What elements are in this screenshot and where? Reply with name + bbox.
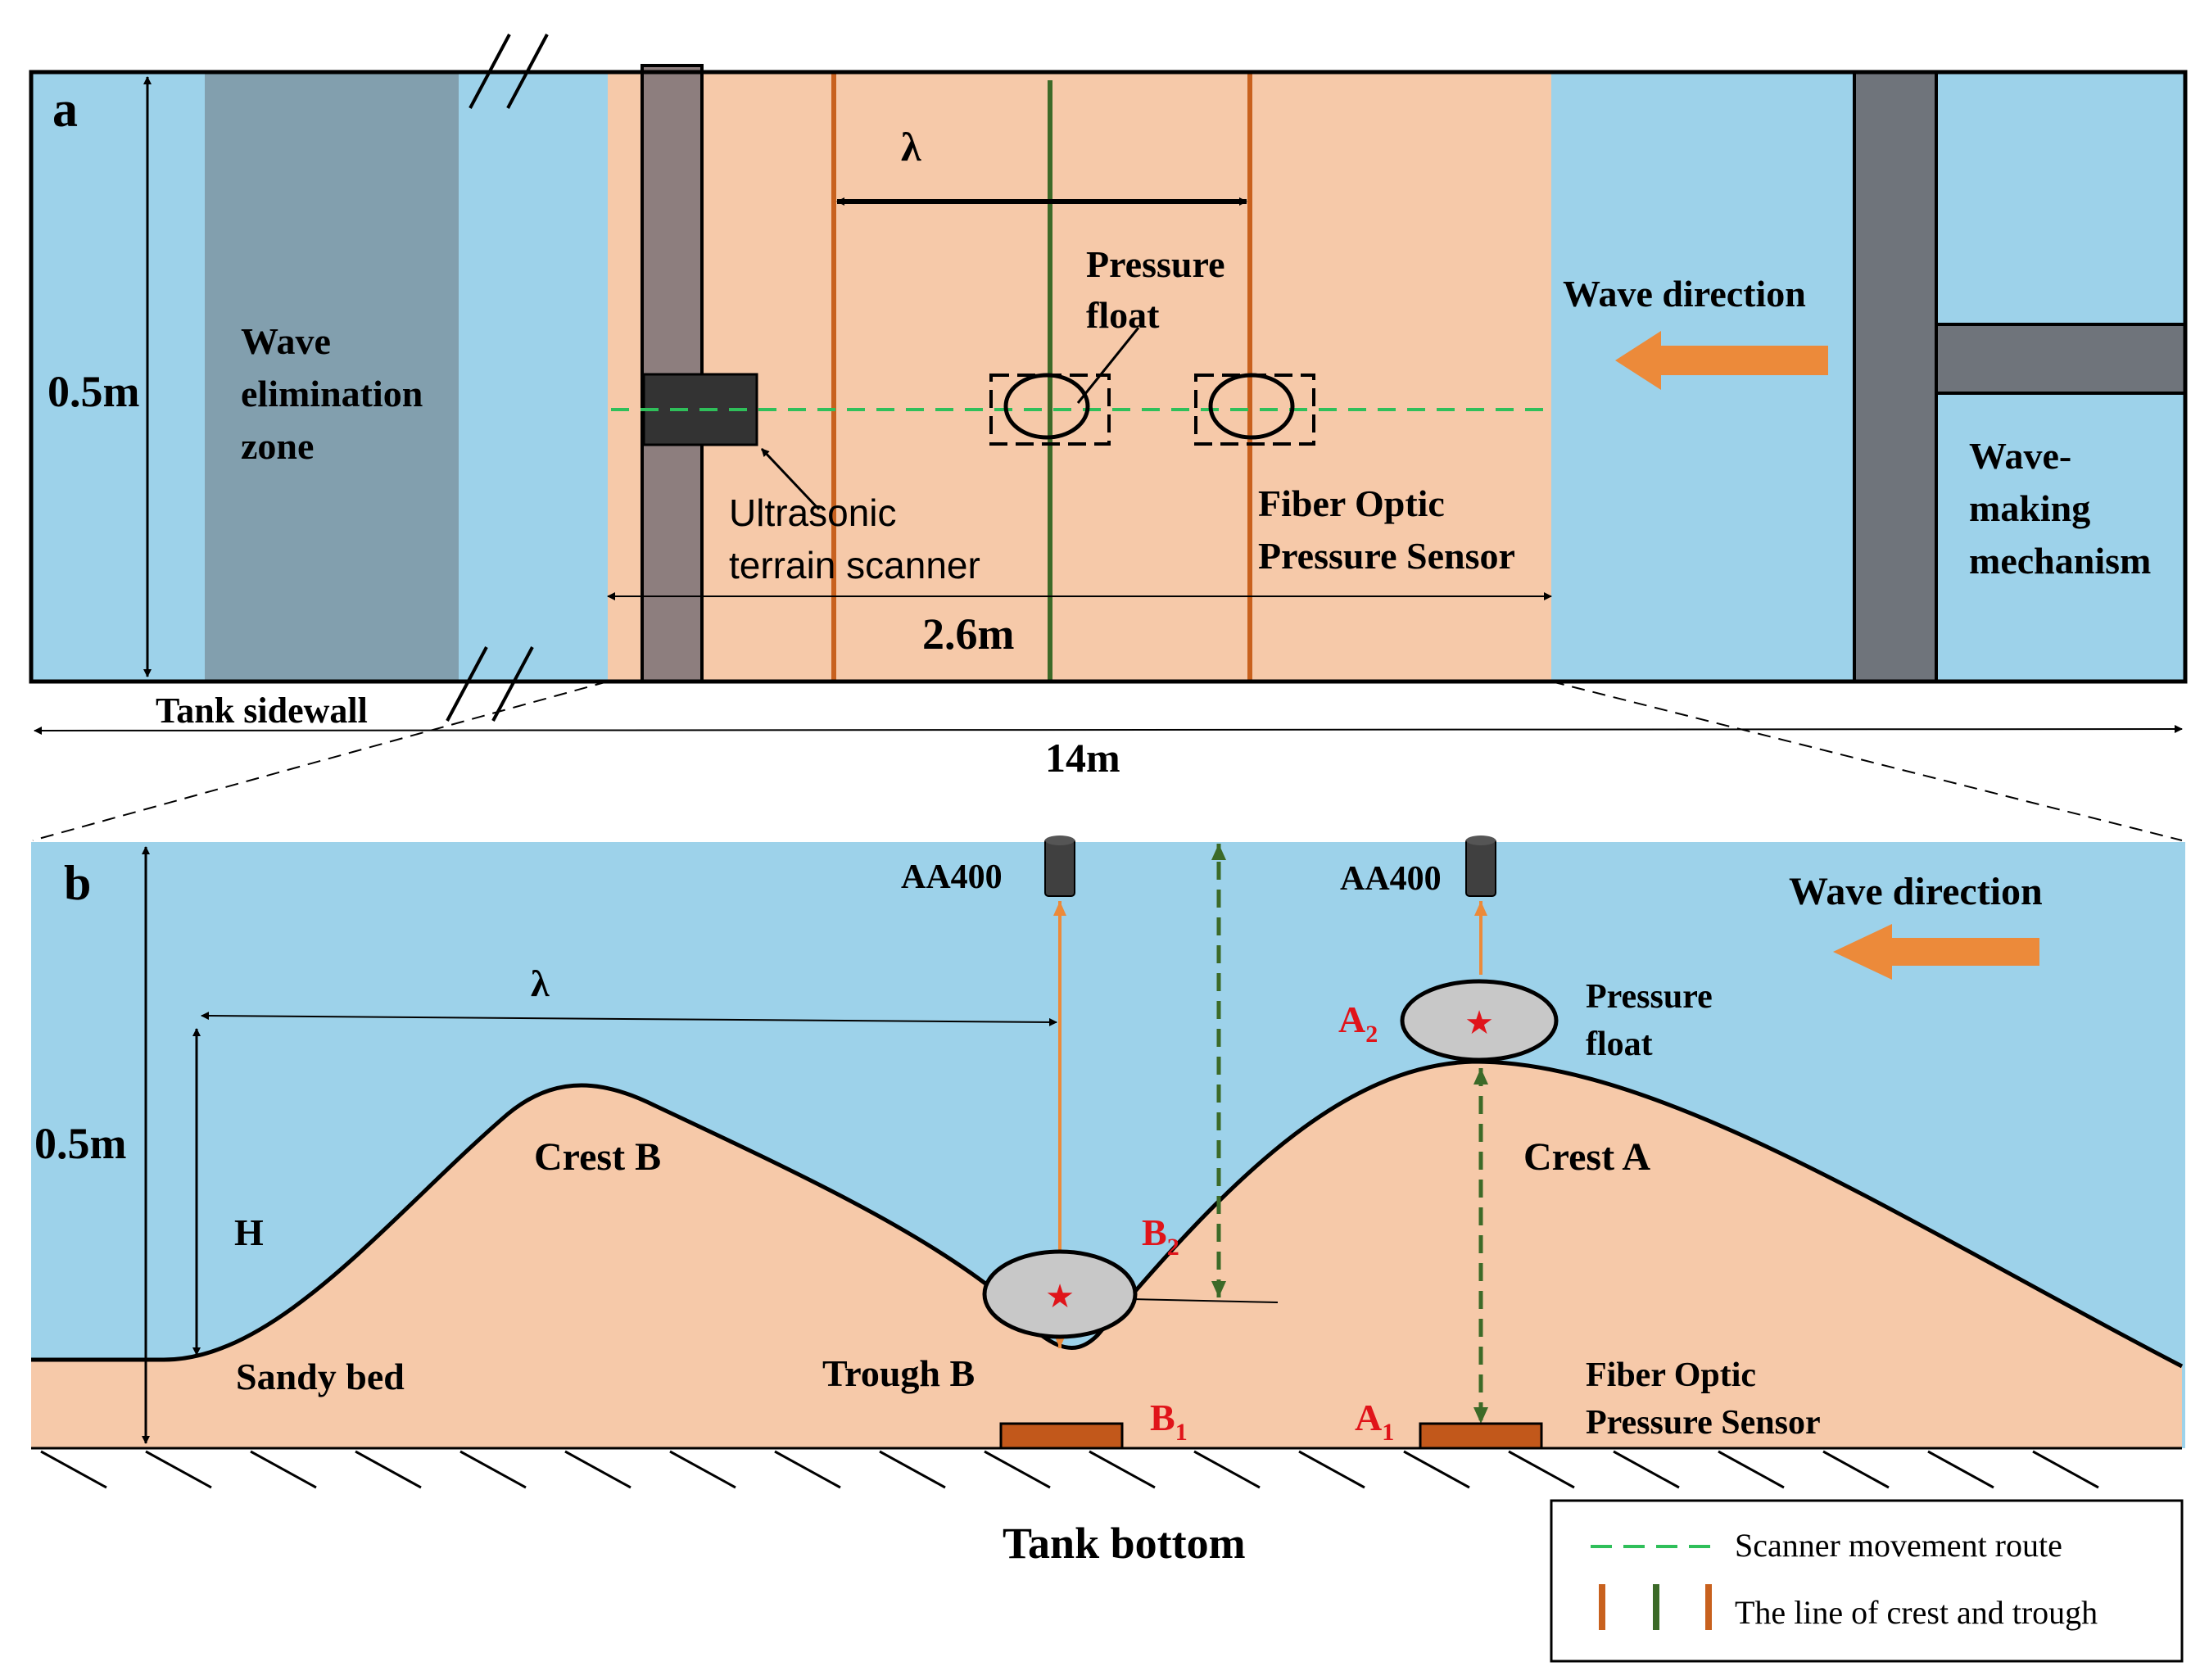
break-marks [446,34,549,722]
float-label-b-2: float [1586,1026,1653,1063]
sandy-bed-label: Sandy bed [236,1356,405,1397]
scanner-label-1: Ultrasonic [729,491,897,534]
probe-label-a: AA400 [1340,860,1442,898]
hatch-mark [669,1450,736,1489]
maker-label-2: making [1969,487,2090,529]
tank-bottom-hatching [40,1450,2099,1489]
wave-zone-label-1: Wave [241,320,331,362]
wave-direction-label-b: Wave direction [1789,870,2043,913]
pressure-sensor-b1 [999,1422,1124,1450]
tank-length-label: 14m [1045,735,1120,781]
lambda-dimension-b [201,1012,1057,1026]
hatch-mark [1508,1450,1575,1489]
point-a1-label: A1 [1355,1397,1394,1446]
height-label: H [234,1211,264,1253]
hatch-mark [1298,1450,1365,1489]
float-label-a-2: float [1086,294,1160,336]
hatch-mark [1927,1450,1994,1489]
tank-outline-a [29,70,2188,684]
pressure-float-b [982,1249,1138,1339]
maker-label-3: mechanism [1969,540,2151,582]
wave-zone-label-2: elimination [241,373,423,414]
sensor-label-b-1: Fiber Optic [1586,1356,1756,1394]
hatch-mark [355,1450,422,1489]
hatch-mark [1193,1450,1261,1489]
scanner-leader [760,447,821,511]
panel-a: a 0.5m Wave elimination zone λ Pressure … [29,34,2188,781]
hatch-mark [879,1450,946,1489]
point-b1-label: B1 [1150,1397,1188,1446]
aa400-probe-b [1044,838,1075,897]
wave-direction-arrowhead-a [1615,331,1661,390]
legend-route-label: Scanner movement route [1735,1527,2062,1564]
pressure-float-a [1400,979,1559,1062]
lambda-label-a: λ [901,124,921,170]
hatch-mark [1089,1450,1156,1489]
point-b2-label: B2 [1142,1211,1179,1261]
sidewall-label: Tank sidewall [156,691,368,731]
hatch-mark [1822,1450,1890,1489]
maker-label-1: Wave- [1969,435,2071,477]
panel-b-letter: b [64,856,91,910]
hatch-mark [564,1450,631,1489]
star-icon: ★ [1464,1005,1494,1041]
star-icon: ★ [1045,1279,1075,1315]
legend-box [1550,1499,2184,1663]
crest-a-label: Crest A [1523,1135,1650,1179]
zoom-guides [32,681,2183,841]
aa400-probe-a-top [1466,835,1496,845]
panel-a-letter: a [52,82,78,138]
hatch-mark [1718,1450,1785,1489]
lambda-label-b: λ [531,962,550,1004]
legend-crest-label: The line of crest and trough [1735,1594,2098,1631]
pressure-sensor-a1 [1419,1422,1543,1450]
aa400-probe-b-top [1045,835,1075,845]
sensor-label-a-2: Pressure Sensor [1258,535,1515,577]
float-ellipse-1 [1003,373,1090,440]
probe-label-b: AA400 [901,858,1003,896]
float-leader [1076,327,1140,404]
float-label-a-1: Pressure [1086,243,1225,285]
hatch-mark [1613,1450,1680,1489]
wave-direction-arrowhead-b [1833,924,1892,980]
float-label-b-1: Pressure [1586,978,1713,1016]
panel-b: ★ ★ b 0.5m H λ AA400 AA400 Wave directio… [31,835,2185,1568]
hatch-mark [250,1450,317,1489]
float-ellipse-2 [1208,373,1295,440]
hatch-mark [774,1450,841,1489]
depth-label-b: 0.5m [34,1119,127,1168]
wave-elimination-zone [205,72,459,682]
hatch-mark [2032,1450,2099,1489]
wave-maker-arm [1935,323,2187,395]
sensor-label-b-2: Pressure Sensor [1586,1404,1821,1442]
wave-zone-label-3: zone [241,425,314,467]
width-label-a: 0.5m [48,367,140,416]
hatch-mark [40,1450,107,1489]
wave-direction-label-a: Wave direction [1563,273,1806,315]
legend: Scanner movement route The line of crest… [1550,1499,2184,1663]
hatch-mark [1403,1450,1470,1489]
aa400-probe-a [1465,838,1496,897]
hatch-mark [984,1450,1051,1489]
hatch-mark [459,1450,527,1489]
tank-length-dimension [34,725,2183,735]
point-a2-label: A2 [1338,998,1378,1048]
sensor-label-a-1: Fiber Optic [1258,482,1445,524]
trough-b-label: Trough B [822,1352,975,1394]
scanner-label-2: terrain scanner [729,544,980,586]
sand-bed-profile [31,1062,2182,1448]
tank-bottom-label: Tank bottom [1003,1519,1246,1568]
hatch-mark [145,1450,212,1489]
test-length-label: 2.6m [922,609,1015,659]
crest-b-label: Crest B [534,1135,661,1179]
wave-maker-rail [1853,70,1938,683]
